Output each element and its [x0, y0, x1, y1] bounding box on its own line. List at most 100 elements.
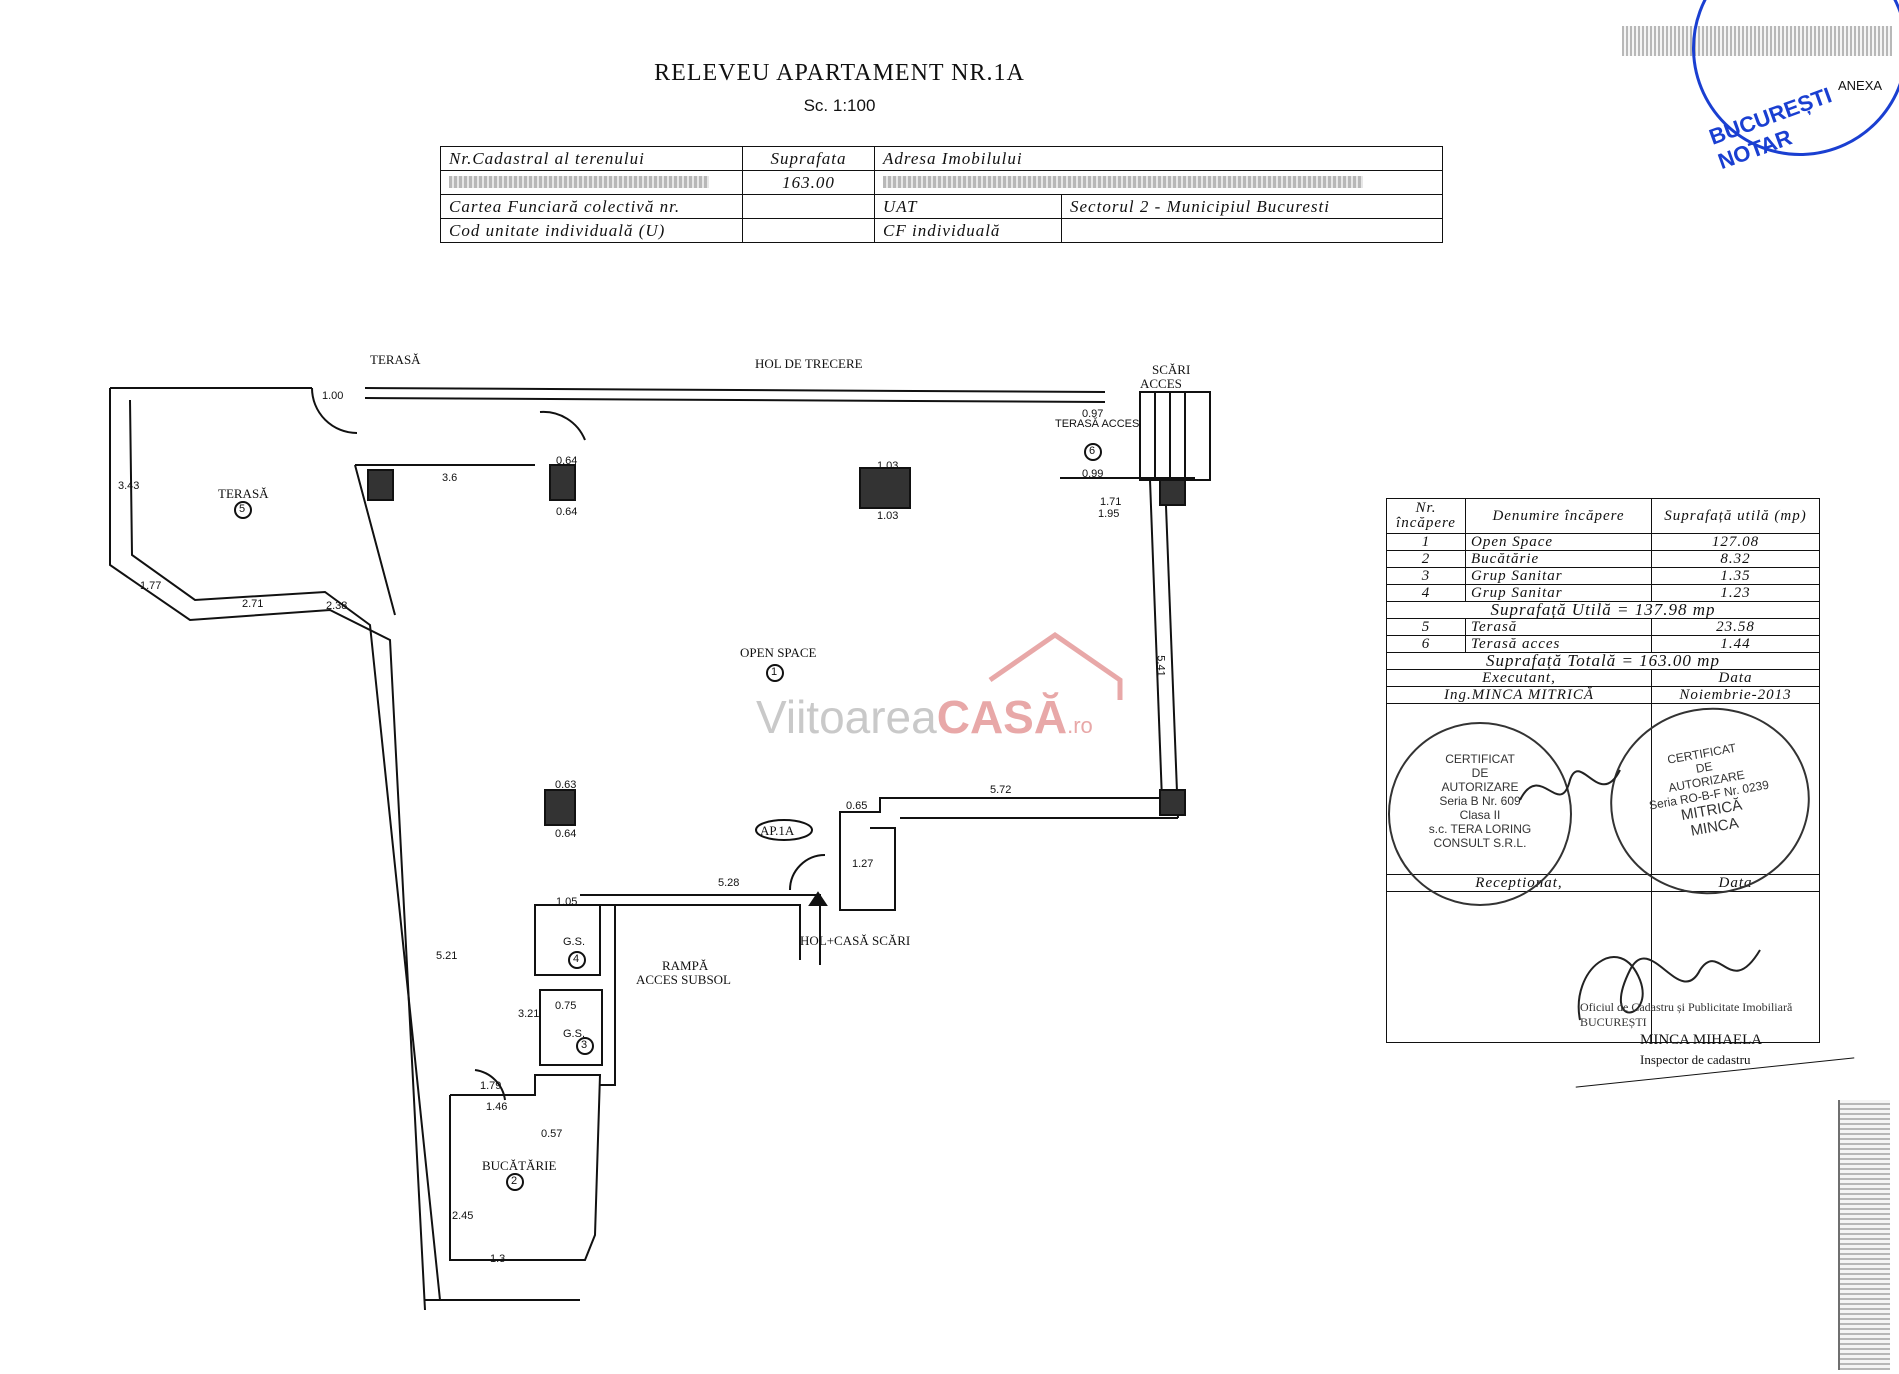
- total-surface: Suprafață Totală = 163.00 mp: [1386, 652, 1820, 670]
- inspector-role: Inspector de cadastru: [1640, 1052, 1751, 1067]
- wall-left-outer: [109, 388, 426, 1311]
- cell-uat-value: Sectorul 2 - Municipiul Bucuresti: [1061, 194, 1443, 219]
- label-bucatarie: BUCĂTĂRIE: [482, 1158, 557, 1173]
- room-number-5: 5: [239, 503, 246, 515]
- label-rampa: RAMPĂ: [662, 958, 709, 973]
- data-label: Data: [1651, 669, 1820, 687]
- kitchen-walls: [449, 1074, 602, 1261]
- dim: 1.79: [480, 1080, 502, 1092]
- cell-cf-colectiva: Cartea Funciară colectivă nr.: [440, 194, 743, 219]
- dim: 1.03: [877, 460, 899, 472]
- gs-3: [539, 989, 603, 1066]
- room-number-1: 1: [771, 666, 778, 678]
- column-5: [1159, 479, 1186, 506]
- receptionat-sign-cell: [1386, 891, 1652, 1043]
- label-acces: ACCES: [1140, 376, 1182, 391]
- inspector-signature: [1577, 949, 1761, 1021]
- dim: 0.64: [556, 506, 578, 518]
- dim: 1.27: [852, 858, 874, 870]
- cell-empty: [742, 218, 875, 243]
- label-terasa: TERASĂ: [218, 486, 269, 501]
- inspector-name: MINCA MIHAELA: [1640, 1032, 1763, 1048]
- label-gs-4: G.S.: [563, 936, 586, 948]
- data2-label: Data: [1651, 874, 1820, 892]
- dim: 3.6: [442, 472, 458, 484]
- cell-surface-value: 163.00: [742, 170, 875, 195]
- wall-terrace-diag: [354, 464, 396, 616]
- execution-date: Noiembrie-2013: [1651, 686, 1820, 704]
- dim: 1.46: [486, 1101, 508, 1113]
- executant-label: Executant,: [1386, 669, 1652, 687]
- annex-label: ANEXA: [1838, 78, 1883, 93]
- dim: 0.57: [541, 1128, 563, 1140]
- dim: 5.72: [990, 784, 1012, 796]
- cell-cod-unitate: Cod unitate individuală (U): [440, 218, 743, 243]
- document-title: RELEVEU APARTAMENT NR.1A: [654, 60, 1025, 86]
- dim: 2.38: [326, 600, 348, 612]
- wall-step: [839, 797, 1178, 911]
- dim: 1.71: [1100, 496, 1122, 508]
- dim: 0.63: [555, 779, 577, 791]
- column-6: [1159, 789, 1186, 816]
- cell-empty: [1061, 218, 1443, 243]
- cell-redacted-1: [440, 170, 743, 195]
- label-open-space: OPEN SPACE: [740, 645, 817, 660]
- gs-4: [534, 904, 601, 976]
- watermark-logo: ViitoareaCASĂ.ro: [756, 691, 1093, 743]
- cadastre-office: Oficiul de Cadastru și Publicitate Imobi…: [1580, 1000, 1793, 1029]
- certificate-seal-1: CERTIFICAT DE AUTORIZARE Seria B Nr. 609…: [1388, 722, 1572, 906]
- stairs-block: [1139, 391, 1211, 481]
- document-scale: Sc. 1:100: [803, 96, 876, 115]
- executant-sign-cell-2: [1651, 703, 1820, 875]
- dim: 1.00: [322, 390, 344, 402]
- room-number-4: 4: [573, 953, 580, 965]
- dim: 0.99: [1082, 468, 1104, 480]
- header-denumire: Denumire încăpere: [1465, 498, 1652, 534]
- header-suprafata: Suprafață utilă (mp): [1651, 498, 1820, 534]
- column-2: [367, 469, 394, 501]
- wall-right-inner: [1149, 479, 1163, 801]
- label-hol-trecere: HOL DE TRECERE: [755, 356, 863, 371]
- dim: 5.28: [718, 877, 740, 889]
- receptionat-sign-cell-2: [1651, 891, 1820, 1043]
- label-scari: SCĂRI: [1152, 362, 1191, 377]
- dim: 0.75: [555, 1000, 577, 1012]
- redacted-header: [1622, 26, 1892, 56]
- column-3: [859, 467, 911, 509]
- room-number-6: 6: [1089, 445, 1096, 457]
- dim: 0.65: [846, 800, 868, 812]
- cell-uat-label: UAT: [874, 194, 1062, 219]
- header-nr: Nr. încăpere: [1386, 498, 1466, 534]
- cell-suprafata-label: Suprafata: [742, 146, 875, 171]
- dim: 2.71: [242, 598, 264, 610]
- door-top: [539, 410, 586, 441]
- cell-redacted-2: [874, 170, 1443, 195]
- label-gs-3: G.S.: [563, 1028, 586, 1040]
- dim: 1.03: [877, 510, 899, 522]
- label-hol-casa: HOL+CASĂ SCĂRI: [800, 933, 911, 948]
- room-number-2: 2: [511, 1175, 518, 1187]
- cadastral-info-table: Nr.Cadastral al terenului Suprafata Adre…: [440, 146, 1443, 243]
- subtotal-util: Suprafață Utilă = 137.98 mp: [1386, 601, 1820, 619]
- redacted-strip: [1838, 1100, 1890, 1370]
- door-terrace: [311, 387, 358, 434]
- room-number-3: 3: [581, 1039, 588, 1051]
- label-terasa-top: TERASĂ: [370, 352, 421, 367]
- cell-cf-individuala: CF individuală: [874, 218, 1062, 243]
- dim: 5.21: [436, 950, 458, 962]
- column-1: [549, 464, 576, 501]
- cell-adresa-label: Adresa Imobilului: [874, 146, 1443, 171]
- label-ap: AP.1A: [760, 823, 795, 838]
- column-4: [544, 789, 576, 826]
- wall-left-inner: [129, 399, 441, 1301]
- dim: 3.21: [518, 1008, 540, 1020]
- dim: 1.05: [556, 896, 578, 908]
- dim: 1.95: [1098, 508, 1120, 520]
- engineer-name: Ing.MINCA MITRICĂ: [1386, 686, 1652, 704]
